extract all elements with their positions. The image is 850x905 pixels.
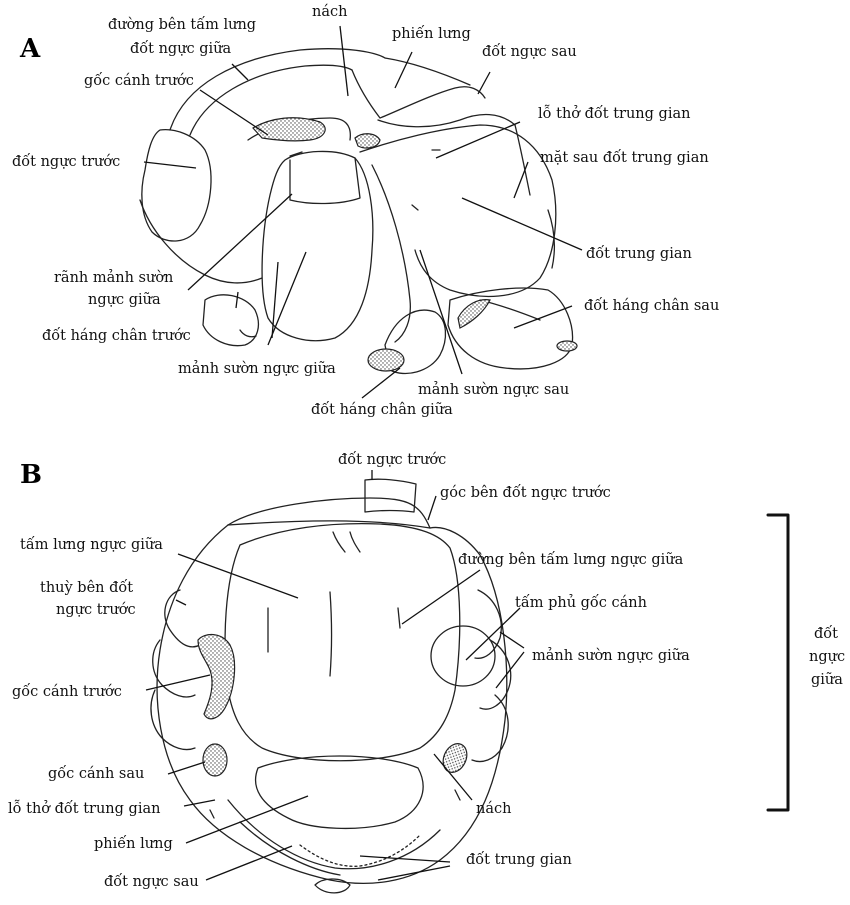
- panel-a: A: [12, 4, 719, 418]
- bracket-label-line-2: ngực: [809, 649, 845, 665]
- label-dot-nguc-sau: đốt ngực sau: [482, 43, 577, 60]
- label-dot-trung-gian: đốt trung gian: [586, 245, 692, 262]
- label-b-tam-lung: tấm lưng ngực giữa: [20, 536, 163, 553]
- bracket-label-line-1: đốt: [814, 625, 838, 642]
- label-nach: nách: [312, 4, 347, 20]
- label-b-manh-suon: mảnh sườn ngực giữa: [532, 647, 690, 664]
- label-b-tam-phu: tấm phủ gốc cánh: [515, 594, 647, 611]
- label-dot-hang-chan-giua: đốt háng chân giữa: [311, 401, 453, 418]
- label-mat-sau-dot-trung-gian: mặt sau đốt trung gian: [540, 149, 709, 166]
- label-goc-canh-truoc: gốc cánh trước: [84, 72, 194, 89]
- label-b-thuy-ben-1: thuỳ bên đốt: [40, 579, 133, 596]
- label-b-thuy-ben-2: ngực trước: [56, 602, 136, 618]
- label-b-dot-nguc-sau: đốt ngực sau: [104, 873, 199, 890]
- panel-b-labels: đốt ngực trước góc bên đốt ngực trước tấ…: [8, 451, 845, 890]
- label-manh-suon-nguc-sau: mảnh sườn ngực sau: [418, 381, 569, 398]
- label-manh-suon-nguc-giua: mảnh sườn ngực giữa: [178, 360, 336, 377]
- label-duong-ben-tam-lung: đường bên tấm lưng: [108, 16, 256, 33]
- label-b-duong-ben: đường bên tấm lưng ngực giữa: [458, 551, 684, 568]
- label-dot-nguc-truoc: đốt ngực trước: [12, 153, 120, 170]
- label-b-lo-tho: lỗ thở đốt trung gian: [8, 800, 160, 817]
- bracket-label-line-3: giữa: [811, 672, 843, 688]
- panel-a-labels: đường bên tấm lưng đốt ngực giữa nách ph…: [12, 4, 719, 418]
- panel-b-drawing: [151, 479, 511, 893]
- label-dot-hang-chan-sau: đốt háng chân sau: [584, 297, 719, 314]
- panel-a-letter: A: [19, 34, 41, 64]
- label-phien-lung: phiến lưng: [392, 25, 471, 42]
- label-b-dot-trung-gian: đốt trung gian: [466, 851, 572, 868]
- label-ranh-manh-suon-1: rãnh mảnh sườn: [54, 269, 173, 286]
- label-lo-tho-dot-trung-gian: lỗ thở đốt trung gian: [538, 105, 690, 122]
- label-b-phien-lung: phiến lưng: [94, 835, 173, 852]
- panel-a-drawing: [140, 49, 577, 374]
- panel-a-leaders: [144, 26, 582, 398]
- label-dot-nguc-giua: đốt ngực giữa: [130, 40, 232, 57]
- label-ranh-manh-suon-2: ngực giữa: [88, 292, 161, 308]
- label-b-goc-ben: góc bên đốt ngực trước: [440, 484, 611, 501]
- label-b-nach: nách: [476, 801, 511, 817]
- label-b-goc-canh-truoc: gốc cánh trước: [12, 683, 122, 700]
- label-b-goc-canh-sau: gốc cánh sau: [48, 765, 144, 782]
- panel-b-leaders: [146, 470, 524, 880]
- bracket: [768, 515, 788, 810]
- label-b-dot-nguc-truoc: đốt ngực trước: [338, 451, 446, 468]
- panel-b-letter: B: [20, 460, 42, 490]
- label-dot-hang-chan-truoc: đốt háng chân trước: [42, 327, 191, 344]
- panel-b: B: [8, 451, 845, 893]
